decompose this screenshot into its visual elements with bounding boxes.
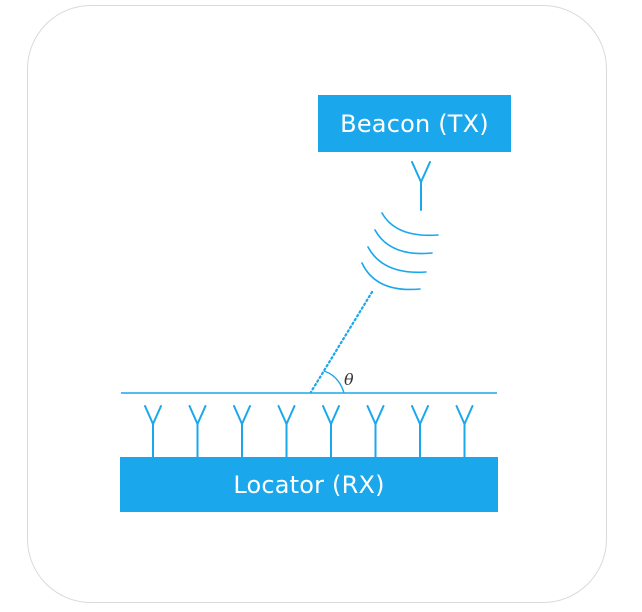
angle-arc (323, 370, 345, 394)
signal-waves-icon (361, 212, 439, 291)
beacon-label: Beacon (TX) (340, 109, 489, 138)
antenna-icon (455, 405, 474, 458)
antenna-icon (366, 405, 385, 458)
antenna-icon (277, 405, 296, 458)
antenna-icon (188, 405, 207, 458)
beacon-box: Beacon (TX) (318, 95, 511, 152)
antenna-icon (233, 405, 251, 458)
antenna-icon (144, 405, 162, 458)
locator-box: Locator (RX) (120, 457, 498, 512)
angle-theta-label: θ (344, 370, 354, 389)
locator-label: Locator (RX) (233, 470, 385, 499)
beacon-antenna-icon (411, 161, 431, 211)
antenna-icon (411, 405, 429, 458)
signal-path-line (309, 290, 374, 394)
antenna-icon (322, 405, 340, 458)
antenna-array (144, 405, 474, 458)
